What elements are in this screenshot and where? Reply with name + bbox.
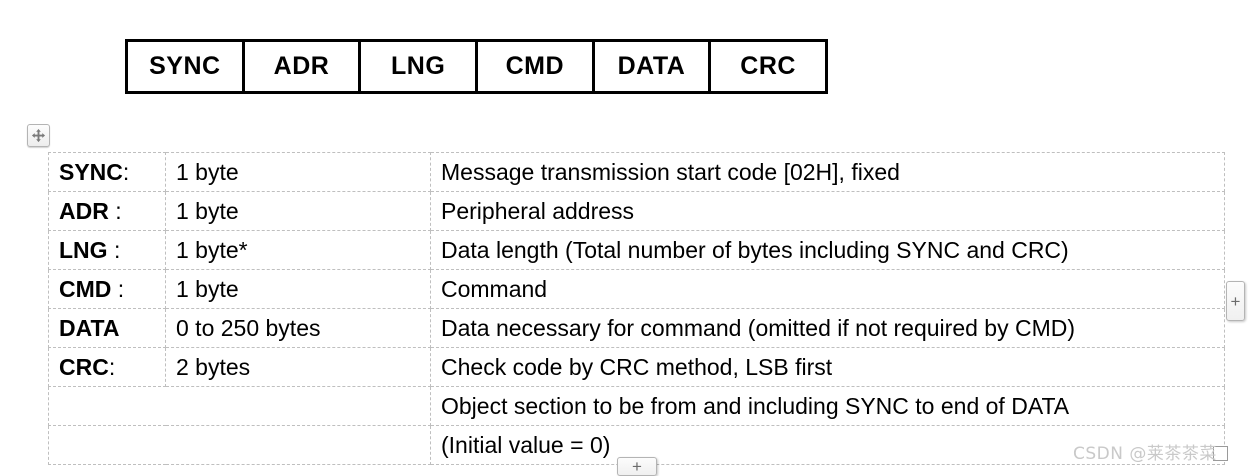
frame-table-row: SYNC ADR LNG CMD DATA CRC (125, 39, 828, 94)
row-field-size-cell: 1 byte* (165, 230, 431, 270)
row-field-description-cell: Object section to be from and including … (430, 386, 1225, 426)
csdn-watermark: CSDN @莱茶茶菜 (1073, 444, 1217, 464)
row-field-name-cell: LNG : (48, 230, 166, 270)
frame-field-sync: SYNC (125, 39, 245, 94)
row-field-name-cell: CRC: (48, 347, 166, 387)
field-name-label: LNG (59, 236, 108, 263)
field-name-label: CRC (59, 353, 109, 380)
row-merged-blank-cell (48, 425, 431, 465)
field-name-colon: : (111, 275, 125, 302)
field-name-colon: : (107, 236, 121, 263)
field-name-label: SYNC (59, 158, 123, 185)
row-field-size-cell: 1 byte (165, 269, 431, 309)
row-field-description-cell: Peripheral address (430, 191, 1225, 231)
row-field-size-cell: 1 byte (165, 152, 431, 192)
insert-column-button[interactable]: + (1226, 281, 1245, 321)
table-row: LNG :1 byte*Data length (Total number of… (48, 230, 1225, 270)
field-name-label: DATA (59, 314, 120, 341)
plus-icon: + (632, 457, 642, 476)
protocol-frame-table: SYNC ADR LNG CMD DATA CRC (125, 39, 828, 94)
row-field-size-cell: 1 byte (165, 191, 431, 231)
frame-field-cmd: CMD (474, 39, 595, 94)
row-field-description-cell: Message transmission start code [02H], f… (430, 152, 1225, 192)
row-field-description-cell: Command (430, 269, 1225, 309)
row-field-description-cell: Data length (Total number of bytes inclu… (430, 230, 1225, 270)
frame-field-data: DATA (591, 39, 712, 94)
row-field-description-cell: (Initial value = 0) (430, 425, 1225, 465)
row-merged-blank-cell (48, 386, 431, 426)
field-name-colon: : (122, 158, 130, 185)
row-field-description-cell: Check code by CRC method, LSB first (430, 347, 1225, 387)
frame-field-lng: LNG (358, 39, 478, 94)
row-field-size-cell: 2 bytes (165, 347, 431, 387)
row-field-name-cell: CMD : (48, 269, 166, 309)
frame-field-adr: ADR (241, 39, 362, 94)
row-field-name-cell: DATA (48, 308, 166, 348)
insert-row-button[interactable]: + (617, 457, 657, 476)
row-field-name-cell: ADR : (48, 191, 166, 231)
field-name-label: CMD (59, 275, 112, 302)
frame-field-crc: CRC (708, 39, 828, 94)
field-name-colon: : (108, 197, 122, 224)
table-resize-handle[interactable] (1213, 446, 1228, 461)
row-field-description-cell: Data necessary for command (omitted if n… (430, 308, 1225, 348)
field-name-label: ADR (59, 197, 109, 224)
row-field-size-cell: 0 to 250 bytes (165, 308, 431, 348)
table-move-handle[interactable] (27, 124, 50, 147)
move-arrows-icon (31, 128, 46, 143)
table-row: (Initial value = 0) (48, 425, 1225, 465)
plus-icon: + (1230, 291, 1241, 311)
row-field-name-cell: SYNC: (48, 152, 166, 192)
table-row: Object section to be from and including … (48, 386, 1225, 426)
field-name-colon: : (108, 353, 116, 380)
